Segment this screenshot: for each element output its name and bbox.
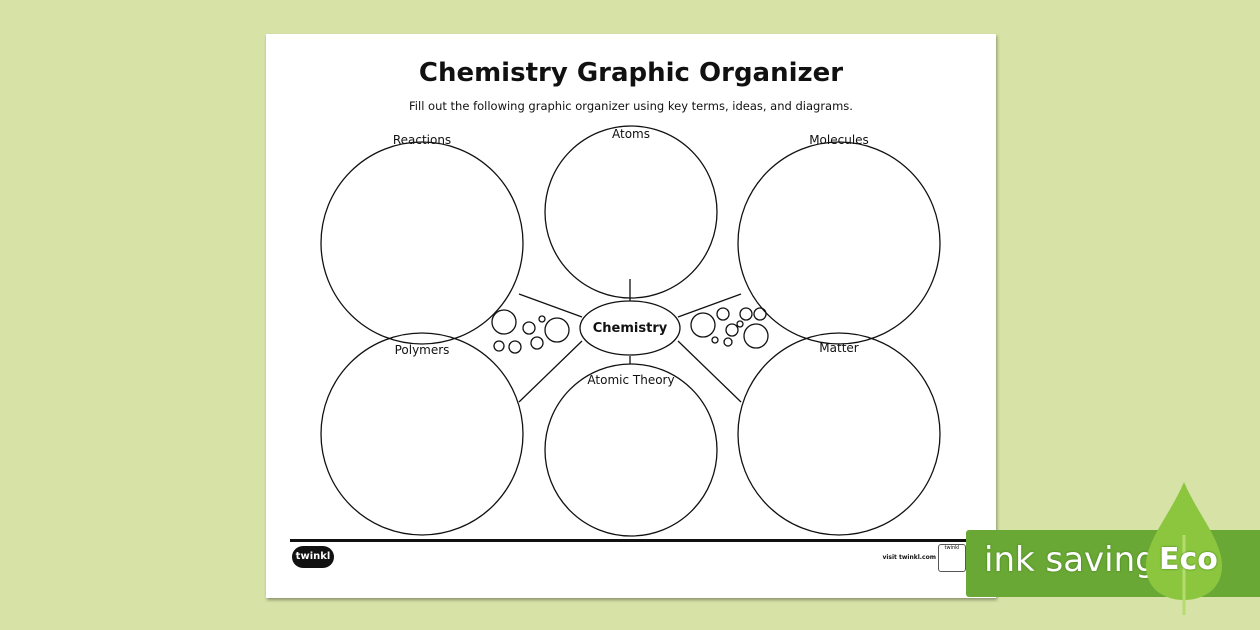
topic-circle-molecules <box>737 141 941 345</box>
topic-circle-polymers <box>320 332 524 536</box>
quality-badge: twinkl <box>938 544 966 572</box>
center-label: Chemistry <box>593 321 668 336</box>
topic-label-matter: Matter <box>819 341 859 355</box>
topic-label-molecules: Molecules <box>809 133 869 147</box>
bubbles-left <box>491 309 570 354</box>
ink-saving-label: ink saving <box>984 540 1157 580</box>
organizer-diagram: Reactions Atoms Molecules Polymers Atomi… <box>320 125 941 537</box>
topic-circle-matter <box>737 332 941 536</box>
topic-label-atomic-theory: Atomic Theory <box>587 373 674 387</box>
worksheet-page: Chemistry Graphic Organizer Fill out the… <box>266 34 996 598</box>
eco-badge: Eco <box>1159 542 1218 577</box>
topic-circle-reactions <box>320 141 524 345</box>
topic-circle-atoms <box>544 125 718 299</box>
footer-divider <box>290 539 972 542</box>
bubbles-right <box>690 307 769 349</box>
twinkl-logo: twinkl <box>292 546 334 568</box>
topic-circle-atomic-theory <box>544 363 718 537</box>
topic-label-atoms: Atoms <box>612 127 650 141</box>
visit-link: visit twinkl.com <box>882 554 936 561</box>
page-title: Chemistry Graphic Organizer <box>418 58 844 88</box>
center-ellipse <box>579 300 681 356</box>
page-subtitle: Fill out the following graphic organizer… <box>409 99 853 113</box>
topic-label-reactions: Reactions <box>393 133 451 147</box>
topic-label-polymers: Polymers <box>395 343 450 357</box>
